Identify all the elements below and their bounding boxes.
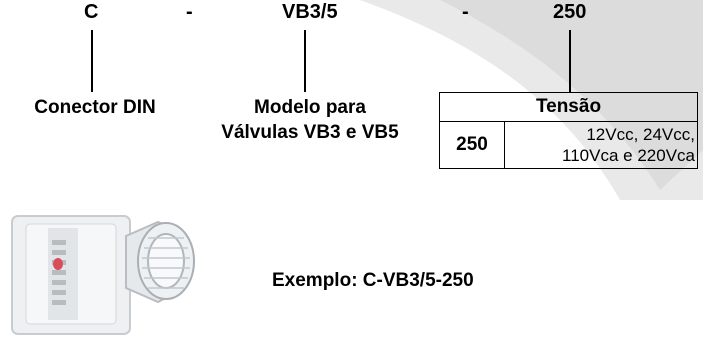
model-label-line1: Modelo para (254, 97, 366, 118)
code-part-voltage: 250 (553, 1, 587, 23)
voltage-table: Tensão 250 12Vcc, 24Vcc, 110Vca e 220Vca (439, 92, 698, 169)
voltage-table-header: Tensão (439, 92, 698, 122)
voltage-table-values: 12Vcc, 24Vcc, 110Vca e 220Vca (504, 121, 698, 169)
connector-label: Conector DIN (34, 97, 156, 118)
voltage-values-line1: 12Vcc, 24Vcc, (586, 125, 695, 144)
example-text: Exemplo: C-VB3/5-250 (272, 270, 474, 291)
voltage-values-line2: 110Vca e 220Vca (562, 146, 695, 165)
connector-leader-line (91, 30, 93, 92)
code-part-model: VB3/5 (282, 1, 338, 23)
voltage-table-code: 250 (439, 121, 505, 169)
model-leader-line (304, 30, 306, 92)
din-connector-image (11, 215, 195, 335)
code-separator-1: - (186, 1, 193, 23)
voltage-leader-line (569, 30, 571, 92)
code-part-connector: C (84, 1, 99, 23)
model-label-line2: Válvulas VB3 e VB5 (221, 122, 399, 143)
code-separator-2: - (462, 1, 469, 23)
